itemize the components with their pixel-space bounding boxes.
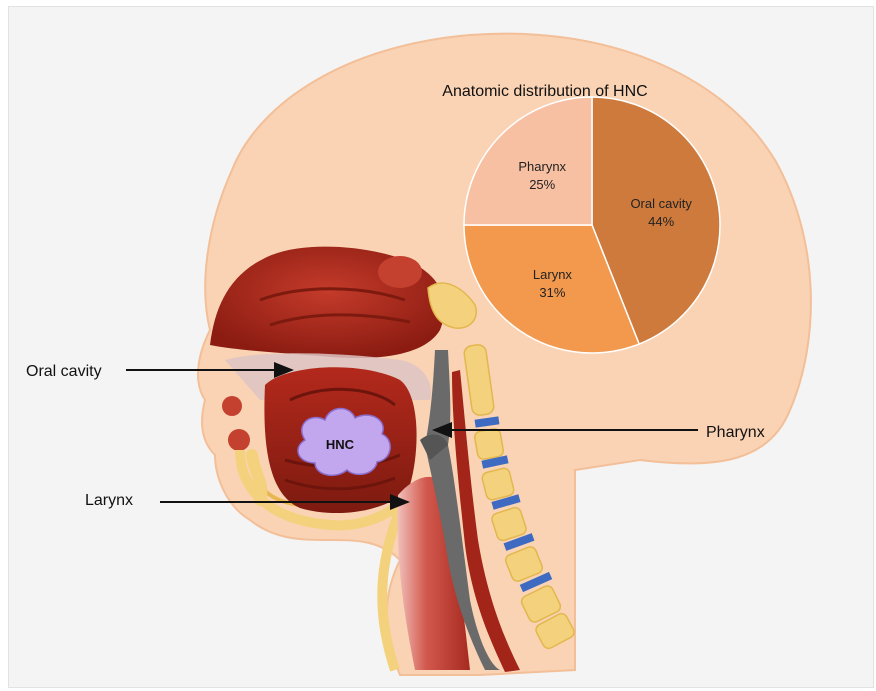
lip-lower <box>228 429 250 451</box>
oral-cavity-label: Oral cavity <box>26 363 102 380</box>
pie-slice-value: 25% <box>529 177 555 192</box>
pie-title: Anatomic distribution of HNC <box>442 83 647 100</box>
pie-slice-value: 31% <box>539 285 565 300</box>
pie-slice-label: Pharynx <box>518 159 566 174</box>
pharynx-label: Pharynx <box>706 424 765 441</box>
pie-slice-label: Larynx <box>533 267 573 282</box>
adenoid <box>378 256 422 288</box>
larynx-label: Larynx <box>85 492 133 509</box>
tumor-label: HNC <box>326 437 355 452</box>
pie-slice-value: 44% <box>648 214 674 229</box>
pie-slice-label: Oral cavity <box>630 196 692 211</box>
lip-upper <box>222 396 242 416</box>
